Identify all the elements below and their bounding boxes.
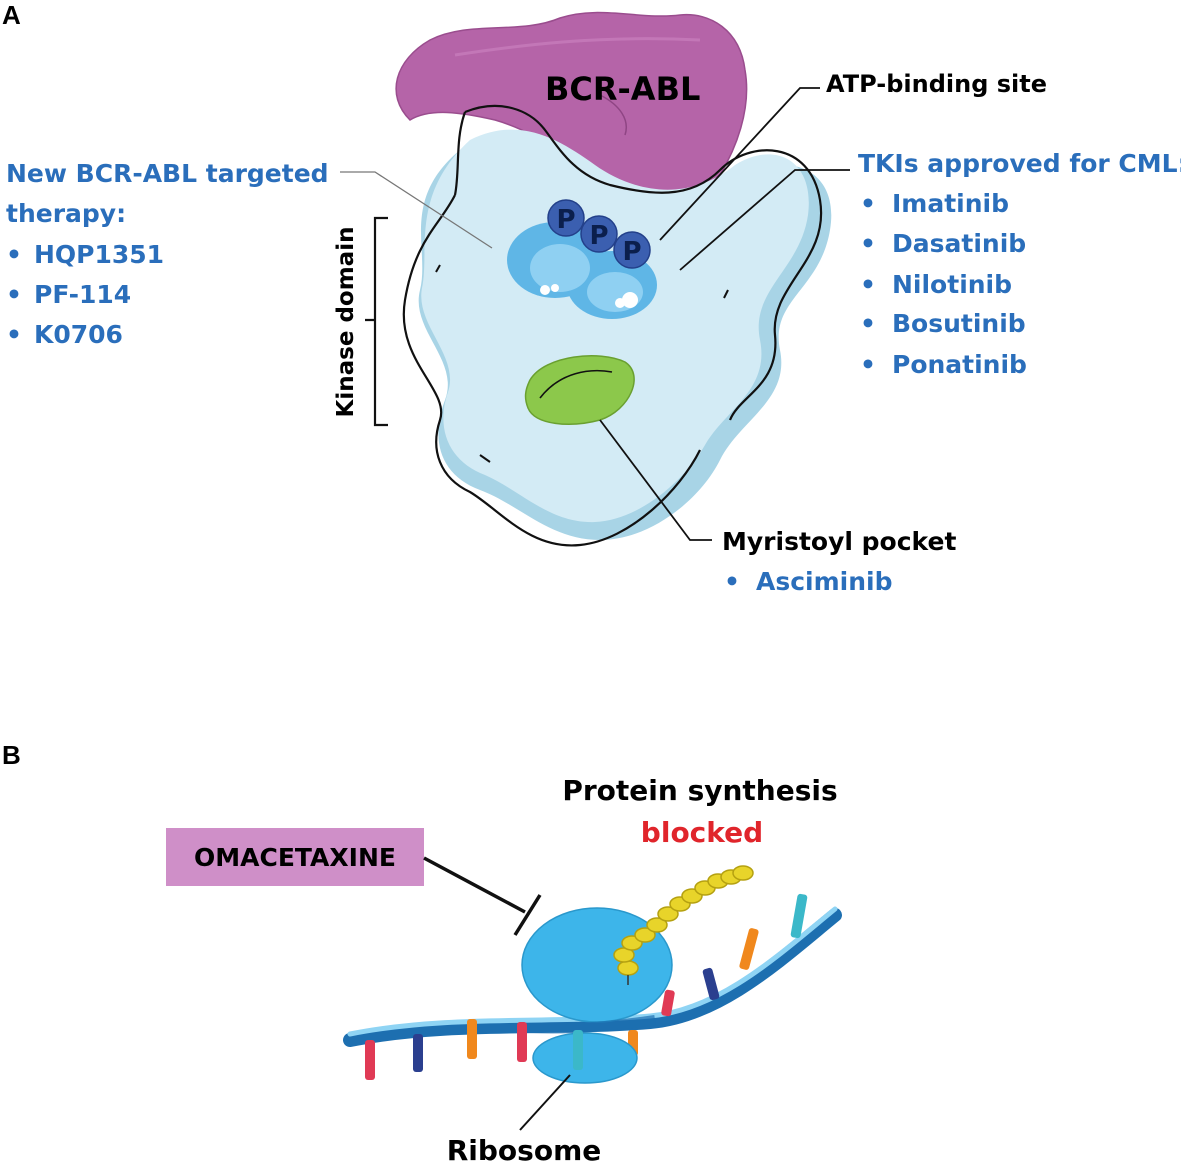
- bullet: •: [860, 270, 876, 299]
- inhibition-arrow: [423, 856, 542, 936]
- ribosome-label: Ribosome: [447, 1134, 602, 1164]
- phosphate-letter: P: [622, 237, 641, 267]
- myristoyl-pocket-shape: [524, 355, 635, 425]
- peptide-bead: [617, 960, 639, 976]
- peptide-chain: [613, 865, 754, 976]
- bullet: •: [6, 240, 22, 269]
- bullet: •: [860, 309, 876, 338]
- peptide-bead: [732, 865, 754, 881]
- phosphate-circle: [547, 199, 585, 237]
- new-therapy-leader-line: [340, 171, 493, 249]
- nucleotide: [702, 967, 720, 1001]
- bullet: •: [860, 229, 876, 258]
- tki-item: Imatinib: [892, 189, 1009, 218]
- nucleotide: [517, 1022, 527, 1062]
- protein-synthesis-label: Protein synthesis: [562, 774, 837, 807]
- bullet: •: [860, 189, 876, 218]
- bullet: •: [860, 350, 876, 379]
- atp-site-leader-line: [659, 87, 820, 241]
- tki-list: • Imatinib • Dasatinib • Nilotinib • Bos…: [860, 189, 1027, 379]
- myristoyl-drug: Asciminib: [756, 567, 893, 596]
- peptide-bead: [657, 906, 679, 922]
- omacetaxine-label: OMACETAXINE: [194, 843, 396, 872]
- nucleotide: [661, 989, 675, 1017]
- kinase-domain-label: Kinase domain: [333, 227, 359, 418]
- nucleotide: [573, 1030, 583, 1070]
- peptide-bead: [634, 927, 656, 943]
- ribosome-small-subunit: [532, 1032, 638, 1084]
- new-therapy-item: K0706: [34, 320, 123, 349]
- peptide-bead: [646, 917, 668, 933]
- blocked-label: blocked: [641, 816, 763, 849]
- new-therapy-title: therapy:: [6, 199, 126, 228]
- nucleotide: [365, 1040, 375, 1080]
- bullet: •: [724, 567, 740, 596]
- atp-binding-pocket: [507, 222, 657, 319]
- tki-item: Ponatinib: [892, 350, 1027, 379]
- new-therapy-title: New BCR-ABL targeted: [6, 159, 329, 188]
- new-therapy-list: • HQP1351 • PF-114 • K0706: [6, 240, 164, 349]
- nucleotide: [739, 928, 759, 970]
- nucleotide: [790, 893, 808, 939]
- tki-leader-line: [679, 169, 850, 271]
- myristoyl-label: Myristoyl pocket: [722, 527, 956, 556]
- phosphate-circle: [580, 215, 618, 253]
- kinase-domain-body: [421, 129, 809, 523]
- ribosome-leader-line: [519, 1074, 571, 1131]
- myristoyl-leader-line: [599, 419, 712, 541]
- new-therapy-item: HQP1351: [34, 240, 164, 269]
- tki-item: Dasatinib: [892, 229, 1026, 258]
- bullet: •: [6, 280, 22, 309]
- nucleotide: [413, 1034, 423, 1072]
- bullet: •: [6, 320, 22, 349]
- panel-b-label: B: [2, 740, 21, 770]
- atp-site-label: ATP-binding site: [826, 70, 1047, 98]
- omacetaxine-box: [166, 828, 424, 886]
- new-therapy-item: PF-114: [34, 280, 131, 309]
- phosphate-letter: P: [556, 205, 575, 235]
- panel-a-label: A: [2, 0, 21, 30]
- tki-title: TKIs approved for CML:: [858, 149, 1181, 178]
- tki-item: Nilotinib: [892, 270, 1012, 299]
- bcr-abl-label: BCR-ABL: [545, 70, 700, 108]
- nucleotide: [467, 1019, 477, 1059]
- phosphate-circle: [613, 231, 651, 269]
- phosphate-group: P P P: [547, 199, 651, 269]
- phosphate-letter: P: [589, 221, 608, 251]
- tki-item: Bosutinib: [892, 309, 1026, 338]
- kinase-domain-bracket: [365, 216, 388, 427]
